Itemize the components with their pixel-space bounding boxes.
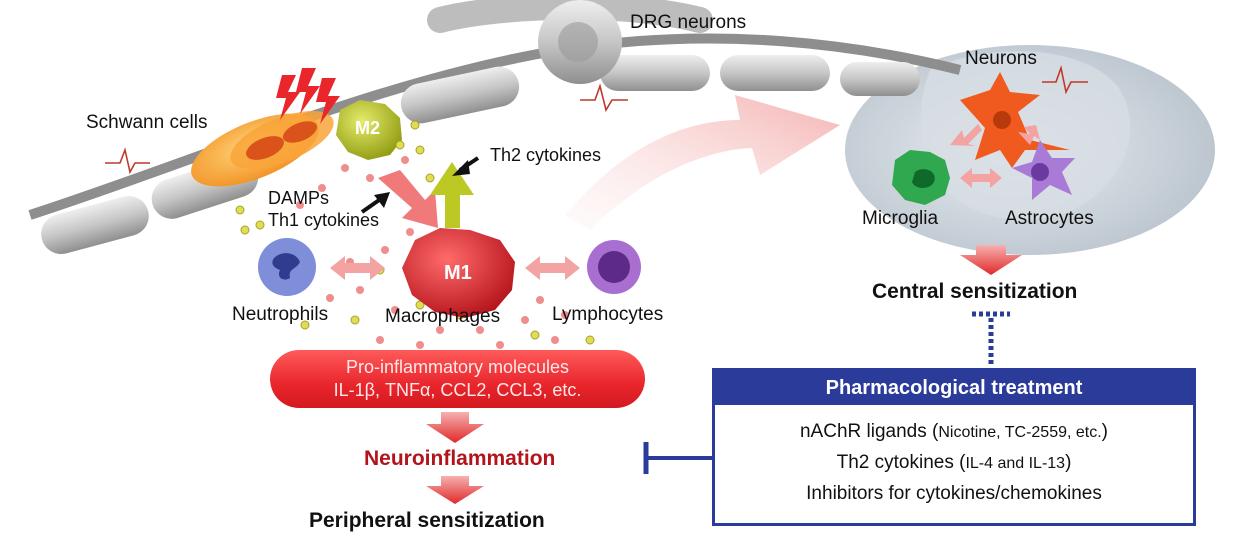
pro-to-neuroinflammation-arrow [426, 412, 484, 443]
schwann-cells-label: Schwann cells [86, 112, 208, 133]
treatment-title: Pharmacological treatment [715, 371, 1193, 405]
microglia-astrocyte-arrow [960, 168, 1002, 188]
th1-cytokines-label: Th1 cytokines [268, 210, 380, 230]
macrophages-label: Macrophages [385, 306, 501, 327]
neutrophil-nucleus [272, 253, 300, 280]
pharmacological-treatment-box: Pharmacological treatment nAChR ligands … [712, 368, 1196, 526]
m2-label: M2 [355, 118, 381, 138]
neuron-nucleus [993, 111, 1011, 129]
nachr-detail: Nicotine, TC-2559, etc. [938, 424, 1102, 441]
neuroinflammation-to-peripheral-arrow [426, 476, 484, 504]
myelin-segments [41, 55, 920, 255]
treatment-line-nachr: nAChR ligands (Nicotine, TC-2559, etc.) [715, 417, 1193, 448]
m2-macrophage [336, 100, 402, 160]
central-sensitization-label: Central sensitization [872, 280, 1078, 303]
neuroinflammation-label: Neuroinflammation [364, 447, 556, 470]
action-potential-icon [105, 65, 1088, 175]
m1-macrophage [402, 228, 515, 318]
injury-lightning-icon [276, 68, 340, 124]
th2-cytokines-label: Th2 cytokines [490, 145, 602, 165]
m1-lymphocyte-arrow [525, 256, 580, 280]
th2-detail: IL-4 and IL-13 [965, 455, 1066, 472]
m1-to-m2-arrow [430, 162, 474, 228]
m2-to-m1-arrow [378, 170, 438, 228]
pro-inflammatory-line1: Pro-inflammatory molecules [345, 357, 570, 377]
nachr-end: ) [1101, 421, 1108, 442]
m1-label: M1 [444, 262, 472, 284]
peripheral-sensitization-label: Peripheral sensitization [309, 509, 545, 532]
pro-inflammatory-box: Pro-inflammatory molecules IL-1β, TNFα, … [270, 350, 645, 408]
damps-pointer-head [374, 192, 390, 208]
treatment-line-inhibitors: Inhibitors for cytokines/chemokines [806, 483, 1102, 504]
pro-inflammatory-line2: IL-1β, TNFα, CCL2, CCL3, etc. [333, 380, 582, 400]
astrocytes-label: Astrocytes [1005, 208, 1094, 229]
th2-pointer-head [452, 160, 470, 176]
neuron-astrocyte-arrow [1018, 125, 1040, 145]
lymphocytes-label: Lymphocytes [552, 304, 664, 325]
central-down-arrow [960, 245, 1022, 275]
astrocyte-nucleus [1031, 163, 1049, 181]
neurons-label: Neurons [965, 48, 1037, 69]
neutrophil-m1-arrow [330, 256, 385, 280]
big-arrow-to-cns [565, 95, 840, 230]
microglia-nucleus [912, 169, 935, 188]
schwann-cells [191, 111, 334, 187]
damps-label: DAMPs [268, 188, 330, 208]
microglia-label: Microglia [862, 208, 939, 229]
drg-neuron-nucleus [558, 22, 598, 62]
neuron-microglia-arrow [950, 124, 982, 146]
th2-end: ) [1065, 452, 1072, 473]
neutrophils-label: Neutrophils [232, 304, 329, 325]
drg-neurons-label: DRG neurons [630, 12, 747, 33]
nachr-main: nAChR ligands ( [799, 421, 939, 442]
lymphocyte-nucleus [598, 251, 630, 283]
th2-main: Th2 cytokines ( [836, 452, 966, 473]
treatment-line-th2: Th2 cytokines (IL-4 and IL-13) [715, 448, 1193, 479]
